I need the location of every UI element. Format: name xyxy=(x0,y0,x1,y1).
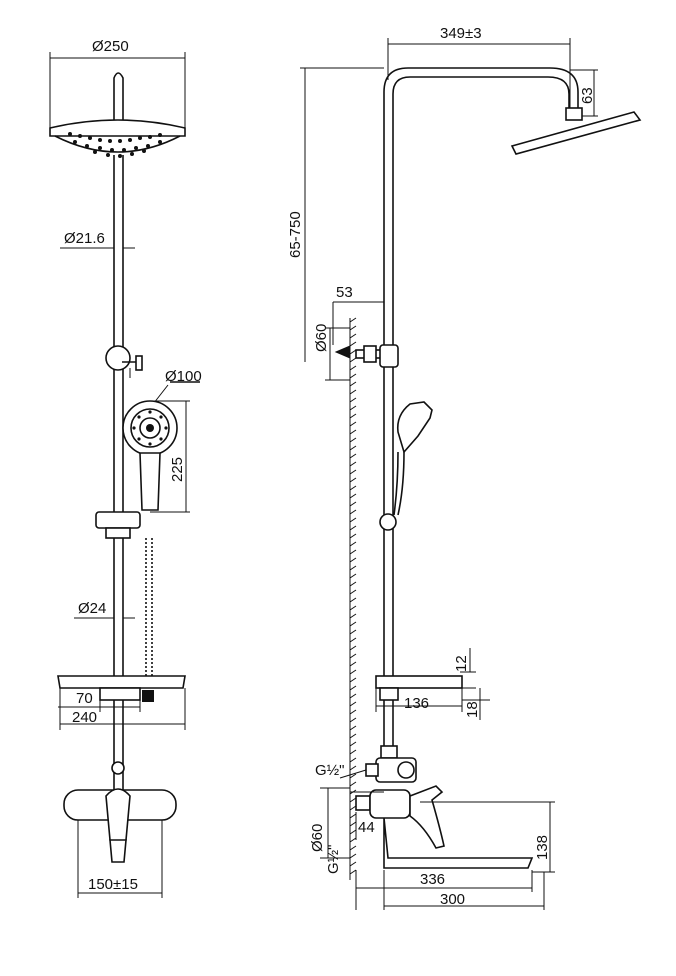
shelf-width-label: 240 xyxy=(72,709,97,726)
flange-bottom-label: Ø60 xyxy=(309,824,326,852)
thread-top-label: G½" xyxy=(315,762,345,779)
rain-shower-head-side xyxy=(510,107,642,155)
mixer-centres-label: 150±15 xyxy=(88,876,138,893)
arm-diameter-label: Ø21.6 xyxy=(64,230,105,247)
height-adjust-label: 65-750 xyxy=(287,211,304,258)
shelf-thickness-label: 12 xyxy=(453,655,470,672)
slide-holder xyxy=(95,511,141,529)
arm-reach-label: 349±3 xyxy=(440,25,482,42)
mixer-tap xyxy=(63,788,177,863)
mixer-tap-side xyxy=(355,785,534,869)
flange-top-label: Ø60 xyxy=(313,324,330,352)
wall-offset-label: 44 xyxy=(358,819,375,836)
spout-reach-label: 336 xyxy=(420,871,445,888)
spout-height-label: 138 xyxy=(534,835,551,860)
side-view: 349±3 63 65-750 53 Ø60 xyxy=(287,25,642,910)
hand-shower-length-label: 225 xyxy=(169,457,186,482)
soap-shelf xyxy=(57,675,186,702)
hand-shower: Ø100 225 xyxy=(122,368,202,513)
hand-shower-side xyxy=(379,401,433,531)
shelf-height-label: 18 xyxy=(464,701,481,718)
rail-diameter-label: Ø24 xyxy=(78,600,106,617)
rain-shower-head xyxy=(49,119,186,158)
wall-bracket xyxy=(105,345,131,371)
shelf-depth-label: 136 xyxy=(404,695,429,712)
shelf-inner-label: 70 xyxy=(76,690,93,707)
head-drop-label: 63 xyxy=(579,87,596,104)
bracket-offset-label: 53 xyxy=(336,284,353,301)
thread-bottom-label: G½" xyxy=(325,844,342,874)
mixer-depth-label: 300 xyxy=(440,891,465,908)
hand-shower-diameter-label: Ø100 xyxy=(165,368,202,385)
head-diameter-label: Ø250 xyxy=(92,38,129,55)
soap-shelf-side xyxy=(375,675,463,701)
wall-hatch xyxy=(349,317,357,880)
front-view: Ø250 Ø21.6 xyxy=(49,38,202,898)
